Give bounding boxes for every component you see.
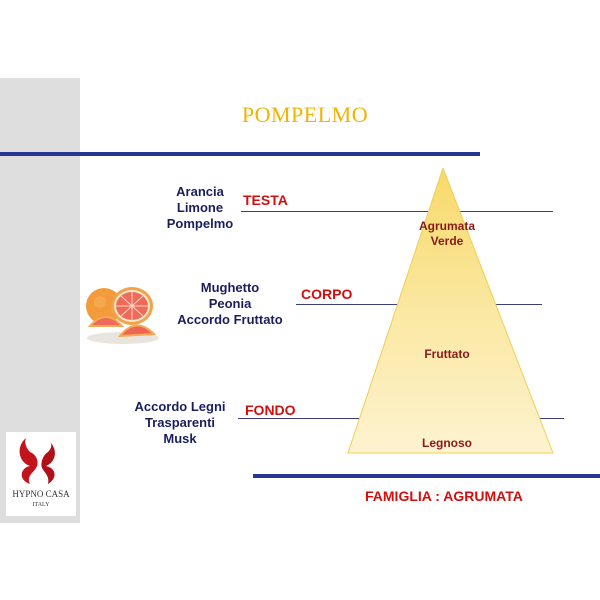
footer-divider	[253, 474, 600, 478]
ingredient: Mughetto	[200, 280, 260, 295]
ingredient: Arancia	[176, 184, 224, 199]
ingredient: Trasparenti	[144, 415, 216, 430]
pyramid-level-top: Agrumata Verde	[400, 219, 494, 249]
testa-line	[241, 211, 553, 212]
pyramid-shape	[347, 168, 554, 454]
note-label-testa: TESTA	[243, 192, 288, 208]
pyramid-text: Agrumata	[418, 219, 475, 233]
logo-sub-text: ITALY	[32, 502, 50, 508]
family-label: FAMIGLIA : AGRUMATA	[365, 488, 523, 504]
pyramid-text: Legnoso	[422, 436, 472, 450]
ingredient: Musk	[163, 431, 197, 446]
note-label-fondo: FONDO	[245, 402, 296, 418]
note-label-corpo: CORPO	[301, 286, 353, 302]
corpo-ingredients: Mughetto Peonia Accordo Fruttato	[160, 280, 300, 328]
logo-mark-icon	[19, 438, 55, 484]
grapefruit-image	[82, 278, 164, 346]
ingredient: Accordo Fruttato	[177, 312, 283, 327]
header-divider	[0, 152, 480, 156]
ingredient: Pompelmo	[166, 216, 234, 231]
ingredient: Limone	[176, 200, 224, 215]
fondo-ingredients: Accordo Legni Trasparenti Musk	[118, 399, 242, 447]
fragrance-pyramid	[347, 168, 554, 454]
brand-logo: HYPNO CASA ITALY	[6, 432, 76, 516]
testa-ingredients: Arancia Limone Pompelmo	[160, 184, 240, 232]
ingredient: Peonia	[208, 296, 252, 311]
pyramid-text: Verde	[430, 234, 464, 248]
pyramid-level-bottom: Legnoso	[400, 436, 494, 451]
pyramid-text: Fruttato	[424, 347, 470, 361]
pyramid-level-middle: Fruttato	[400, 347, 494, 362]
ingredient: Accordo Legni	[134, 399, 226, 414]
page-title: POMPELMO	[241, 102, 369, 127]
logo-brand-name: HYPNO CASA	[12, 489, 70, 499]
